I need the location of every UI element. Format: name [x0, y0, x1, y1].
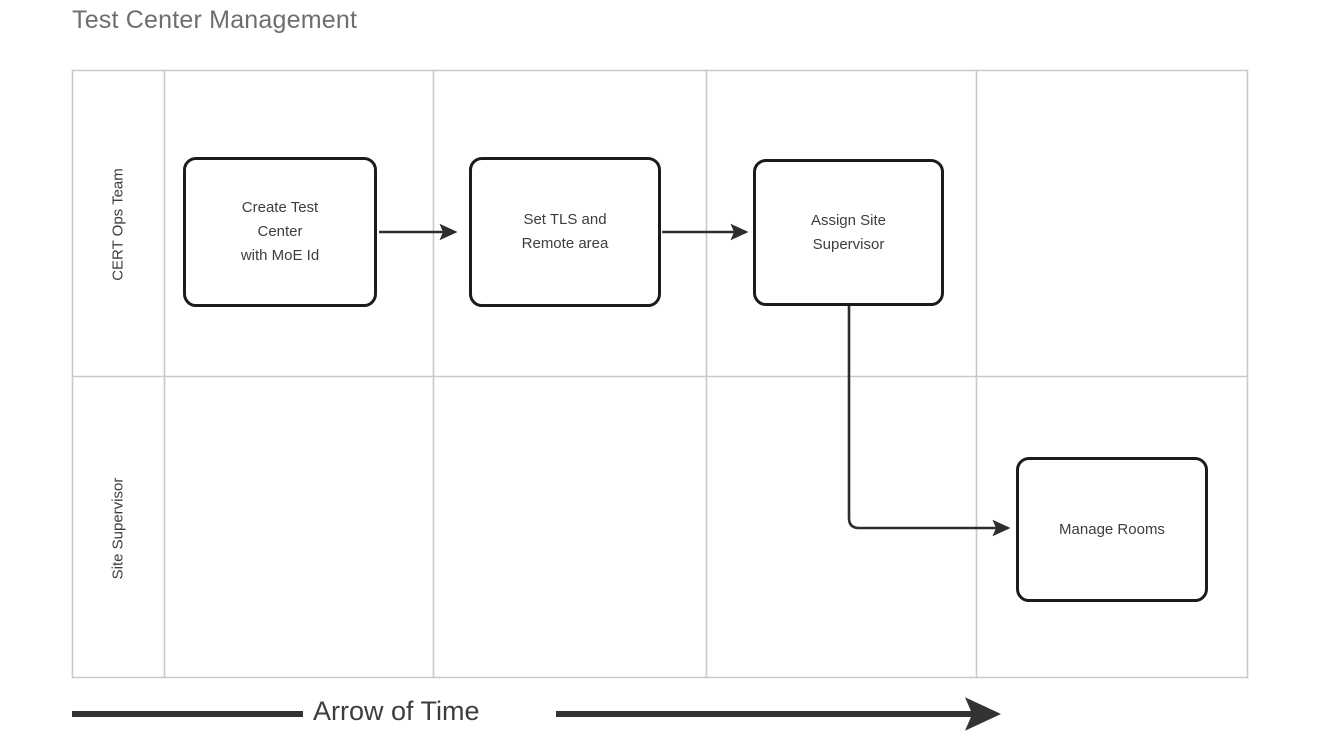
connectors-layer: [379, 223, 1011, 537]
swimlane-grid: [71, 69, 1249, 679]
node-create-test-center[interactable]: Create Test Center with MoE Id: [183, 157, 377, 307]
time-axis-label: Arrow of Time: [313, 696, 480, 726]
node-manage-rooms[interactable]: Manage Rooms: [1016, 457, 1208, 602]
connector-assign-to-managerooms: [847, 304, 1011, 537]
node-set-tls-remote-area[interactable]: Set TLS and Remote area: [469, 157, 661, 307]
node-assign-site-supervisor[interactable]: Assign Site Supervisor: [753, 159, 944, 306]
page-title: Test Center Management: [72, 6, 358, 34]
swimlane-label-site-supervisor: Site Supervisor: [109, 477, 127, 580]
swimlane-label-cert-ops-team: CERT Ops Team: [109, 168, 127, 281]
